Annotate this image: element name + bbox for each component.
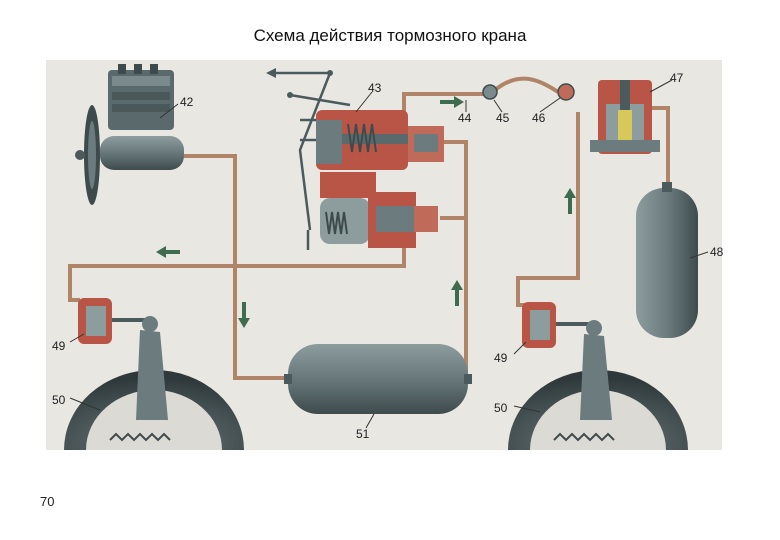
label-chamber-right: 49: [494, 351, 508, 365]
air-pipes: [68, 76, 670, 380]
label-pipe-45: 45: [496, 111, 510, 125]
tank-51: [284, 344, 472, 414]
label-chamber-left: 49: [52, 339, 66, 353]
joint-46: [557, 83, 575, 101]
brake-drum-left: [64, 330, 244, 450]
leader-lines: [69, 79, 709, 429]
joint-45: [482, 84, 498, 100]
brake-chamber-left: [78, 298, 158, 344]
tank-48: [636, 182, 698, 338]
brake-drum-right: [508, 334, 688, 450]
label-compressor: 42: [180, 95, 194, 109]
valve-47: [590, 80, 660, 154]
compressor: [75, 64, 184, 205]
label-tank-51: 51: [356, 427, 370, 441]
brake-chamber-right: [522, 302, 602, 348]
label-valve-47: 47: [670, 71, 684, 85]
label-drum-left: 50: [52, 393, 66, 407]
label-pipe-44: 44: [458, 111, 472, 125]
flow-arrows: [156, 96, 576, 328]
page-title: Схема действия тормозного крана: [253, 26, 527, 45]
label-drum-right: 50: [494, 401, 508, 415]
label-pipe-46: 46: [532, 111, 546, 125]
label-brake-valve: 43: [368, 81, 382, 95]
page-number: 70: [40, 494, 55, 509]
label-tank-48: 48: [710, 245, 724, 259]
brake-valve: [266, 68, 444, 250]
